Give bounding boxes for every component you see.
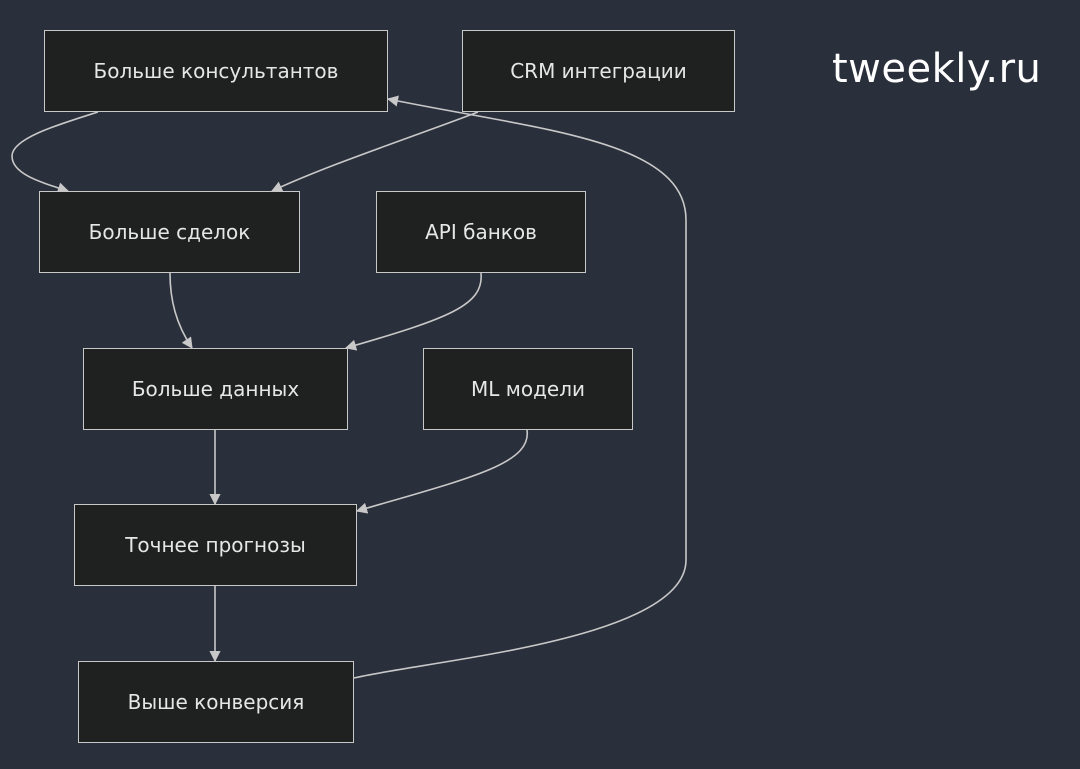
- edge-api-to-data: [344, 272, 482, 351]
- node-label: Выше конверсия: [127, 690, 305, 714]
- node-more-data[interactable]: Больше данных: [83, 348, 348, 430]
- node-ml-models[interactable]: ML модели: [423, 348, 633, 430]
- node-more-accurate-forecasts[interactable]: Точнее прогнозы: [74, 504, 357, 586]
- node-label: ML модели: [471, 377, 585, 401]
- node-higher-conversion[interactable]: Выше конверсия: [78, 661, 354, 743]
- node-label: API банков: [425, 220, 537, 244]
- node-label: Больше консультантов: [93, 59, 339, 83]
- edge-conversion-to-consultants: [353, 95, 687, 679]
- edge-deals-to-data: [169, 272, 193, 349]
- node-label: CRM интеграции: [510, 59, 687, 83]
- edge-consultants-to-deals: [11, 111, 99, 194]
- node-more-deals[interactable]: Больше сделок: [39, 191, 300, 273]
- brand-logo-text[interactable]: tweekly.ru: [832, 46, 1042, 92]
- edge-ml-to-forecast: [355, 429, 528, 514]
- node-more-consultants[interactable]: Больше консультантов: [44, 30, 388, 112]
- node-crm-integrations[interactable]: CRM интеграции: [462, 30, 735, 112]
- node-label: Больше сделок: [88, 220, 251, 244]
- node-label: Точнее прогнозы: [125, 533, 306, 557]
- node-bank-api[interactable]: API банков: [376, 191, 586, 273]
- node-label: Больше данных: [131, 377, 300, 401]
- edge-crm-to-deals: [270, 111, 479, 192]
